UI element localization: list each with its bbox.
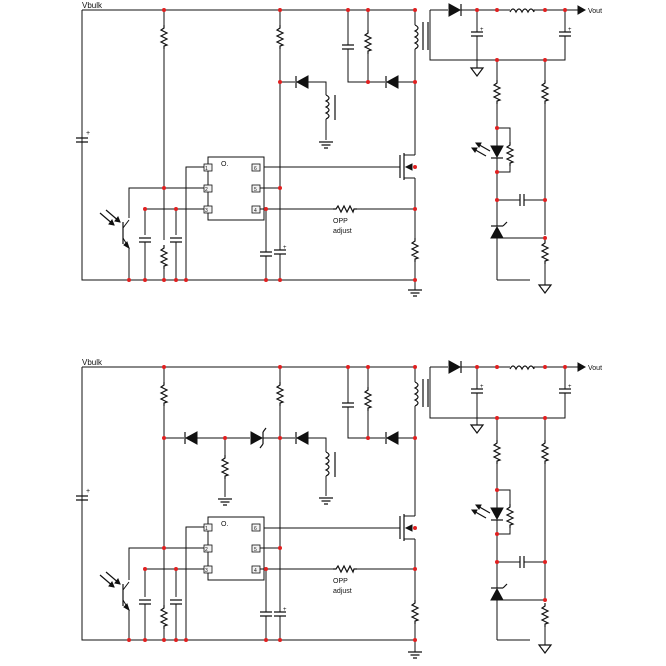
aux-ground-2 — [318, 497, 334, 505]
opp-resistor-2 — [332, 565, 358, 573]
svg-text:3: 3 — [205, 568, 208, 574]
svg-text:2: 2 — [205, 187, 208, 193]
svg-text:4: 4 — [254, 568, 257, 574]
snubber-resistor-2 — [364, 386, 372, 412]
vcc-cap-plus: + — [283, 245, 287, 251]
sense-ground-2 — [407, 651, 423, 659]
divider-resistor-top — [541, 79, 549, 105]
nodes-top — [127, 8, 567, 282]
sense-resistor-2 — [411, 599, 419, 625]
clamp-ground — [217, 498, 233, 506]
snubber-diode — [385, 75, 399, 89]
svg-text:5: 5 — [254, 187, 257, 193]
sense-ground — [407, 289, 423, 297]
svg-text:+: + — [480, 27, 484, 33]
aux-winding-2 — [325, 451, 330, 477]
vout-label-2: Vout — [588, 365, 602, 372]
vbulk-label: Vbulk — [82, 1, 103, 10]
svg-text:1: 1 — [205, 166, 208, 172]
pin4-capacitor — [259, 251, 273, 257]
comp-capacitor — [519, 193, 525, 207]
divider-ground — [538, 284, 552, 294]
adjust-label: adjust — [333, 228, 352, 235]
cs-capacitor-2 — [169, 599, 183, 605]
aux-diode — [295, 75, 309, 89]
fb-capacitor — [138, 237, 152, 243]
bottom-resistor-2 — [160, 604, 168, 630]
circuit-top: + + — [75, 1, 602, 297]
comp-capacitor-2 — [519, 555, 525, 569]
aux-diode-2 — [295, 431, 309, 445]
svg-text:+: + — [568, 27, 572, 33]
vout-label: Vout — [588, 8, 602, 15]
svg-text:4: 4 — [254, 208, 257, 214]
svg-text:6: 6 — [254, 526, 257, 532]
snubber-capacitor — [341, 44, 355, 50]
startup-resistor — [160, 24, 168, 50]
vbulk-label-2: Vbulk — [82, 358, 103, 367]
output-diode — [448, 3, 462, 17]
svg-text:3: 3 — [205, 208, 208, 214]
nodes-bottom — [127, 365, 567, 642]
output-inductor-2 — [509, 365, 535, 370]
divider-ground-2 — [538, 644, 552, 654]
vcc-resistor-2 — [276, 381, 284, 407]
snubber-capacitor-2 — [341, 402, 355, 408]
divider-resistor-top-2 — [541, 439, 549, 465]
bottom-resistor — [160, 244, 168, 270]
output-ground — [470, 67, 484, 77]
shunt-regulator-2 — [490, 587, 504, 601]
svg-text:+: + — [86, 488, 90, 495]
snubber-diode-2 — [385, 431, 399, 445]
svg-text:6: 6 — [254, 166, 257, 172]
shunt-regulator — [490, 225, 504, 239]
led-bias-resistor — [506, 141, 514, 167]
clamp-resistor — [221, 454, 229, 480]
svg-text:+: + — [480, 384, 484, 390]
output-inductor — [509, 8, 535, 13]
fb-capacitor-2 — [138, 599, 152, 605]
divider-resistor-bottom-2 — [541, 602, 549, 628]
bulk-cap-plus: + — [86, 130, 90, 137]
primary-winding — [414, 24, 419, 50]
opp-label: OPP — [333, 218, 348, 225]
sense-resistor — [411, 237, 419, 263]
output-diode-2 — [448, 360, 462, 374]
svg-text:+: + — [283, 607, 287, 613]
svg-text:5: 5 — [254, 547, 257, 553]
divider-resistor-bottom — [541, 239, 549, 265]
opp-resistor — [332, 205, 358, 213]
led-bias-resistor-2 — [506, 503, 514, 529]
output-ground-2 — [470, 424, 484, 434]
aux-winding — [325, 94, 330, 120]
snubber-resistor — [364, 29, 372, 55]
aux-ground — [318, 141, 334, 149]
led-resistor — [493, 79, 501, 105]
vcc-resistor — [276, 24, 284, 50]
svg-text:O.: O. — [221, 521, 228, 528]
clamp-zener — [250, 431, 264, 445]
svg-text:+: + — [568, 384, 572, 390]
circuit-bottom: + Vbulk + — [75, 358, 602, 659]
svg-text:2: 2 — [205, 547, 208, 553]
clamp-diode-1 — [184, 431, 198, 445]
adjust-label-2: adjust — [333, 588, 352, 595]
led-resistor-2 — [493, 439, 501, 465]
pin4-capacitor-2 — [259, 611, 273, 617]
cs-capacitor — [169, 237, 183, 243]
startup-resistor-2 — [160, 381, 168, 407]
svg-text:1: 1 — [205, 526, 208, 532]
opp-label-2: OPP — [333, 578, 348, 585]
primary-winding-2 — [414, 381, 419, 407]
ic-mark: O. — [221, 161, 228, 168]
